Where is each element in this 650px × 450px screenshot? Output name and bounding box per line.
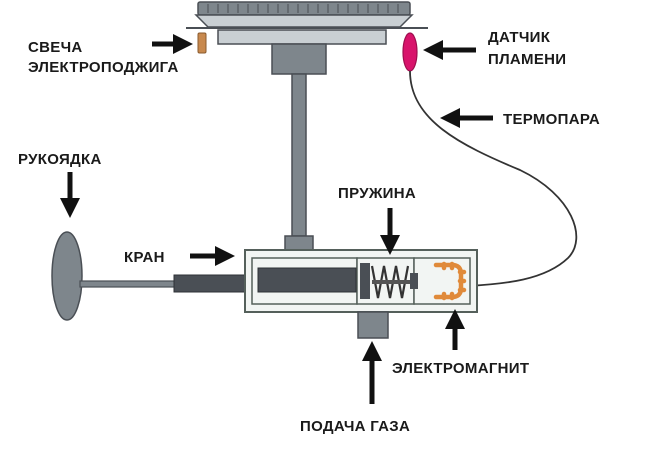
label-spark-plug-line1: СВЕЧА (28, 39, 83, 56)
handle-knob (51, 231, 83, 321)
label-thermocouple: ТЕРМОПАРА (503, 111, 600, 128)
label-electromagnet: ЭЛЕКТРОМАГНИТ (392, 360, 529, 377)
spark-plug (197, 32, 207, 54)
spring (370, 265, 410, 299)
label-handle: РУКОЯДКА (18, 151, 102, 168)
gas-tube (291, 73, 307, 237)
burner-neck (271, 43, 327, 75)
burner-base (217, 29, 387, 45)
flame-sensor (402, 32, 418, 72)
pointer-arrows (60, 34, 493, 404)
magnet-core (410, 273, 418, 289)
valve-shaft (79, 280, 179, 288)
valve-body (244, 249, 478, 339)
label-gas-supply: ПОДАЧА ГАЗА (300, 418, 410, 435)
label-flame-sensor-line2: ПЛАМЕНИ (488, 51, 566, 68)
burner-cap (194, 14, 414, 28)
burner-grate-slots (207, 4, 399, 13)
valve-stem (173, 274, 251, 293)
thermocouple-wire (409, 70, 578, 287)
label-valve: КРАН (124, 249, 165, 266)
label-flame-sensor-line1: ДАТЧИК (488, 29, 551, 46)
electromagnet-coil (433, 261, 467, 301)
burner (186, 1, 428, 253)
label-spring: ПРУЖИНА (338, 185, 416, 202)
gas-inlet-pipe (357, 311, 389, 339)
label-spark-plug-line2: ЭЛЕКТРОПОДЖИГА (28, 59, 179, 76)
valve-plunger (257, 267, 357, 293)
valve-disc (360, 263, 370, 299)
